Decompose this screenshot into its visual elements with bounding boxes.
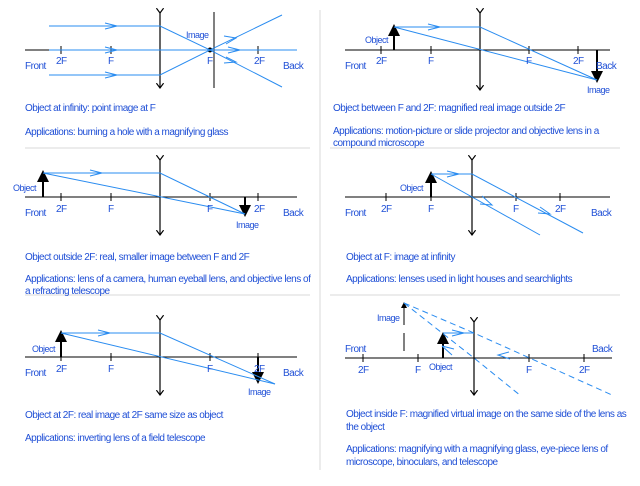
label-text: Back (283, 208, 305, 219)
label-text: Image (236, 220, 259, 230)
label-text: Back (592, 344, 614, 355)
label-text: 2F (358, 365, 369, 376)
panel-object-at-2f: Front 2F F F 2F Back Object Image Object… (25, 320, 305, 444)
diagram-mark (42, 172, 246, 215)
label-text: F (207, 56, 213, 67)
label-text: 2F (56, 364, 67, 375)
group (362, 354, 585, 362)
panel-object-at-f: Front 2F F F 2F Back Object Object at F:… (345, 160, 613, 285)
label-text: 2F (254, 204, 265, 215)
label-text: 2F (254, 56, 265, 67)
label-text: Object (400, 183, 424, 193)
label-text: F (428, 56, 434, 67)
label-text: compound microscope (333, 138, 425, 149)
diagram-mark (61, 332, 276, 385)
label-text: Applications: motion-picture or slide pr… (333, 126, 600, 137)
label-text: Object outside 2F: real, smaller image b… (25, 252, 250, 263)
label-text: 2F (573, 56, 584, 67)
label-text: Object (13, 183, 37, 193)
ray (49, 14, 283, 51)
label-text: Front (25, 208, 47, 219)
label-text: F (526, 56, 532, 67)
label-text: 2F (376, 56, 387, 67)
label-text: F (108, 364, 114, 375)
label-text: 2F (381, 204, 392, 215)
label-text: 2F (579, 365, 590, 376)
ray (49, 49, 283, 88)
panel-object-between-f-and-2f: Front 2F F F 2F Back Object Image Object… (333, 13, 618, 149)
label-text: a refracting telescope (25, 286, 111, 297)
diagram-mark (451, 329, 465, 337)
label-text: Applications: lens of a camera, human ey… (25, 274, 311, 285)
diagram-mark (60, 332, 276, 385)
label-text: Front (25, 61, 47, 72)
label-text: Back (283, 61, 305, 72)
label-text: Applications: lenses used in light house… (346, 274, 573, 285)
label-text: 2F (555, 204, 566, 215)
diagram-mark (403, 302, 613, 396)
diagram-mark (427, 23, 441, 31)
diagram-mark (441, 345, 511, 360)
label-text: Applications: magnifying with a magnifyi… (346, 444, 608, 455)
label-text: Object (32, 344, 56, 354)
ray-arrows (104, 22, 241, 79)
label-text: 2F (254, 364, 265, 375)
label-text: Back (283, 368, 305, 379)
label-text: Object inside F: magnified virtual image… (346, 409, 627, 420)
label-text: Back (596, 61, 618, 72)
panel-object-inside-f: Front Back 2F F F 2F Object Image Object… (345, 302, 627, 468)
label-text: Image (587, 85, 610, 95)
panel-object-at-infinity: Front 2F F F 2F Back Image Object at inf… (25, 12, 305, 138)
ray (393, 26, 598, 81)
label-text: 2F (56, 204, 67, 215)
diagram-mark (43, 172, 246, 215)
label-text: Image (186, 30, 209, 40)
label-text: Object at infinity: point image at F (25, 103, 156, 114)
label-text: microscope, binoculars, and telescope (346, 457, 499, 468)
label-text: Object (429, 362, 453, 372)
label-text: Object at F: image at infinity (346, 252, 455, 263)
label-text: F (526, 365, 532, 376)
label-text: Object at 2F: real image at 2F same size… (25, 410, 224, 421)
panel-object-outside-2f: Front 2F F F 2F Back Object Image Object… (13, 160, 312, 297)
label-text: F (207, 204, 213, 215)
label-text: Back (591, 208, 613, 219)
label-text: F (415, 365, 421, 376)
diagram-mark (89, 169, 103, 177)
label-text: Front (25, 368, 47, 379)
ray (394, 26, 598, 81)
label-text: 2F (56, 56, 67, 67)
label-text: F (108, 204, 114, 215)
label-text: Applications: inverting lens of a field … (25, 433, 206, 444)
label-text: Image (377, 313, 400, 323)
label-text: the object (346, 422, 385, 433)
diagram-mark (401, 302, 407, 308)
group (380, 46, 579, 54)
label-text: F (108, 56, 114, 67)
label-text: Front (345, 344, 367, 355)
label-text: Image (248, 387, 271, 397)
label-text: Front (345, 61, 367, 72)
label-text: Object between F and 2F: magnified real … (333, 103, 566, 114)
label-text: F (513, 204, 519, 215)
diagram-mark (446, 170, 552, 215)
label-text: Applications: burning a hole with a magn… (25, 127, 229, 138)
label-text: Front (345, 208, 367, 219)
label-text: F (207, 364, 213, 375)
label-text: Object (365, 35, 389, 45)
diagram-mark (403, 302, 522, 397)
diagram-mark (97, 329, 111, 337)
label-text: F (428, 204, 434, 215)
